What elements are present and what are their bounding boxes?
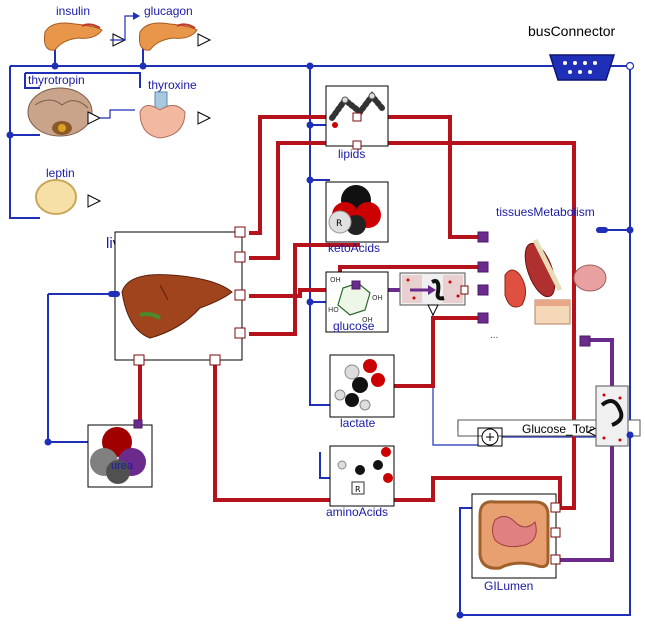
lactate-block[interactable]: lactate bbox=[329, 354, 395, 430]
ketoacids-label: ketoAcids bbox=[328, 241, 380, 255]
brain-icon bbox=[27, 87, 93, 137]
liver-port-4[interactable] bbox=[234, 327, 246, 339]
svg-text:HO: HO bbox=[328, 306, 339, 314]
liver-bus-port[interactable] bbox=[108, 291, 120, 297]
gi-lumen-port-1[interactable] bbox=[550, 502, 561, 513]
leptin-label: leptin bbox=[46, 166, 75, 180]
intestine-icon bbox=[478, 500, 550, 570]
thyroxine-output-icon bbox=[197, 111, 212, 125]
liver-port-urea[interactable] bbox=[133, 354, 145, 366]
pancreas-icon bbox=[44, 22, 103, 51]
svg-text:OH: OH bbox=[330, 276, 341, 284]
bus-connector-label: busConnector bbox=[528, 23, 616, 39]
pancreas-icon bbox=[139, 22, 198, 51]
glucose-transport-signal-icon bbox=[427, 304, 439, 317]
thyrotropin-label: thyrotropin bbox=[28, 73, 85, 87]
liver-port-1[interactable] bbox=[234, 226, 246, 238]
glucose-molecule-icon: OH OH HO OH bbox=[328, 276, 383, 324]
glucose-transport-out[interactable] bbox=[460, 285, 469, 295]
urea-block[interactable]: urea bbox=[87, 419, 153, 488]
svg-text:R: R bbox=[336, 219, 342, 229]
tissues-port-3[interactable] bbox=[477, 284, 489, 296]
thyroxine-label: thyroxine bbox=[148, 78, 197, 92]
fat-cell-icon bbox=[35, 179, 77, 215]
urea-port[interactable] bbox=[133, 419, 143, 429]
ketoacid-molecule-icon: R bbox=[328, 185, 381, 235]
lipid-molecule-icon bbox=[329, 91, 385, 128]
tissues-port-2[interactable] bbox=[477, 261, 489, 273]
thyrotropin-block[interactable]: thyrotropin bbox=[27, 73, 135, 137]
gi-lumen-label: GILumen bbox=[484, 579, 533, 593]
liver-port-2[interactable] bbox=[234, 251, 246, 263]
leptin-output-icon bbox=[87, 194, 102, 208]
aminoacids-block[interactable]: R aminoAcids bbox=[326, 445, 395, 519]
insulin-block[interactable]: insulin bbox=[44, 4, 127, 51]
lipids-port-a[interactable] bbox=[352, 112, 362, 122]
glucagon-block[interactable]: glucagon bbox=[110, 4, 212, 51]
gi-lumen-block[interactable]: GILumen bbox=[471, 493, 561, 593]
thyroxine-block[interactable]: thyroxine bbox=[139, 78, 212, 139]
svg-text:R: R bbox=[355, 485, 361, 494]
urea-label: urea bbox=[111, 460, 134, 472]
gi-lumen-port-2[interactable] bbox=[550, 527, 561, 538]
insulin-label: insulin bbox=[56, 4, 90, 18]
ketoacids-block[interactable]: R ketoAcids bbox=[325, 181, 389, 255]
tissues-bus-port[interactable] bbox=[596, 227, 608, 233]
tissues-icon bbox=[504, 238, 607, 325]
glucose-transport-block[interactable] bbox=[399, 272, 469, 317]
lipids-block[interactable]: lipids bbox=[325, 85, 389, 161]
tissues-port-5[interactable] bbox=[579, 335, 591, 347]
gi-lumen-port-3[interactable] bbox=[550, 554, 561, 565]
lactate-molecule-icon bbox=[334, 359, 385, 411]
liver-port-lumen[interactable] bbox=[209, 354, 221, 366]
thyrotropin-output-icon bbox=[87, 111, 102, 125]
liver-metabolism-block[interactable]: liverMetabolism bbox=[106, 226, 246, 366]
bus-connector-icon bbox=[548, 54, 616, 81]
thyroid-icon bbox=[139, 91, 186, 139]
glucose-block[interactable]: OH OH HO OH glucose bbox=[325, 271, 389, 333]
svg-text:OH: OH bbox=[372, 294, 383, 302]
glucagon-label: glucagon bbox=[144, 4, 193, 18]
glucagon-output-icon bbox=[197, 33, 212, 47]
junction-dots bbox=[6, 62, 634, 619]
tissues-port-1[interactable] bbox=[477, 231, 489, 243]
transport-icon bbox=[402, 275, 463, 303]
liver-icon bbox=[121, 274, 233, 339]
glucose-port[interactable] bbox=[351, 280, 361, 290]
bus-connector[interactable]: busConnector bbox=[528, 23, 635, 81]
lactate-label: lactate bbox=[340, 416, 376, 430]
aminoacids-label: aminoAcids bbox=[326, 505, 388, 519]
liver-port-3[interactable] bbox=[234, 289, 246, 301]
leptin-block[interactable]: leptin bbox=[35, 166, 102, 215]
tissues-metabolism-label: tissuesMetabolism bbox=[496, 205, 595, 219]
urea-molecule-icon bbox=[90, 427, 146, 484]
tissues-metabolism-block[interactable]: tissuesMetabolism ... bbox=[477, 205, 608, 347]
tissues-ellipsis: ... bbox=[490, 330, 498, 341]
tissues-port-4[interactable] bbox=[477, 312, 489, 324]
glucose-label: glucose bbox=[333, 319, 375, 333]
lipids-label: lipids bbox=[338, 147, 365, 161]
tissue-transport-block[interactable] bbox=[595, 385, 629, 447]
aminoacid-molecule-icon: R bbox=[337, 447, 393, 495]
svg-text:OH: OH bbox=[362, 316, 373, 324]
lipids-port-b[interactable] bbox=[352, 140, 362, 150]
